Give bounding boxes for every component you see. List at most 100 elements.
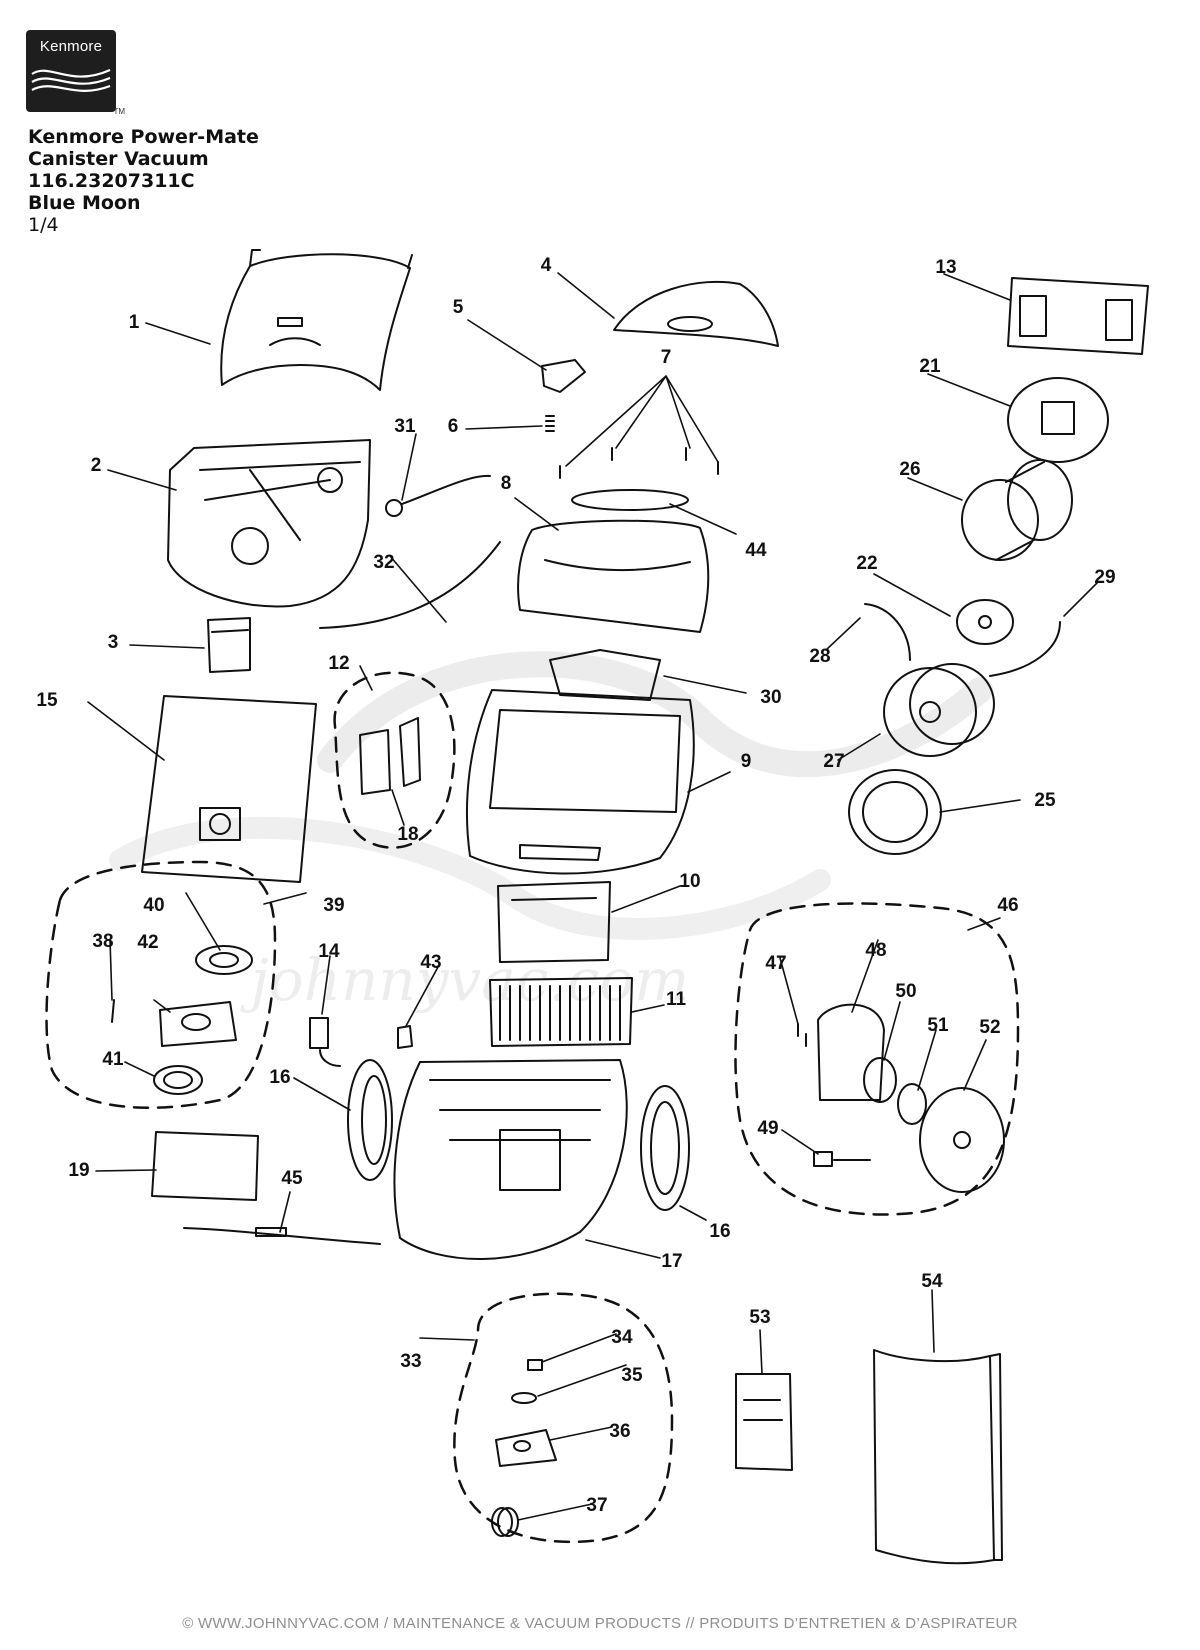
logo-swoosh-icon [31,68,111,92]
part-40-collar [195,945,253,975]
part-42-bag-holder [159,1001,237,1047]
part-9-lid [466,689,695,875]
callout-33: 33 [400,1351,422,1372]
callout-8: 8 [500,473,512,494]
watermark-text: johnnyvac.com [240,946,689,1014]
part-22-motor-cap [956,599,1014,645]
part-48-reel-frame [817,1003,885,1101]
callout-32: 32 [373,552,395,573]
part-19-pad [151,1131,259,1201]
part-21-motor-housing [1007,377,1109,463]
callout-43: 43 [420,952,442,973]
callout-35: 35 [621,1365,643,1386]
part-8-handle-base [517,519,710,633]
callout-17: 17 [661,1251,683,1272]
callout-1: 1 [128,312,140,333]
callout-3: 3 [107,632,119,653]
copyright-footer: © WWW.JOHNNYVAC.COM / MAINTENANCE & VACU… [182,1615,1018,1632]
callout-40: 40 [143,895,165,916]
callout-52: 52 [979,1017,1001,1038]
callout-16-left: 16 [269,1067,291,1088]
part-54-manual [873,1349,1003,1565]
title-line-2: Canister Vacuum [28,148,209,170]
part-1-top-cover [220,249,413,391]
callout-44: 44 [745,540,767,561]
callout-42: 42 [137,932,159,953]
part-43-nut [397,1025,413,1049]
callout-30: 30 [760,687,782,708]
title-block: Kenmore Power-Mate Canister Vacuum 116.2… [28,126,259,236]
callout-46: 46 [997,895,1019,916]
part-17-base [393,1059,628,1260]
callout-15: 15 [36,690,58,711]
part-28-wire [864,603,911,661]
part-3-clip [207,617,251,673]
title-line-1: Kenmore Power-Mate [28,126,259,148]
page-number: 1/4 [28,214,59,236]
group-outlines [45,671,1020,1544]
part-35-washer [511,1392,537,1404]
group-39-outline [45,860,277,1109]
part-31-32-cord [319,474,501,629]
callout-29: 29 [1094,567,1116,588]
group-12-outline [333,671,456,849]
part-25-ring [848,769,942,855]
callout-28: 28 [809,646,831,667]
callout-14: 14 [318,941,340,962]
leader-lines [87,272,1099,1521]
title-line-4: Blue Moon [28,192,141,214]
callout-5: 5 [452,297,464,318]
callout-49: 49 [757,1118,779,1139]
callout-31: 31 [394,416,416,437]
kenmore-logo: Kenmore TM [26,30,125,116]
part-15-dust-bag [141,695,317,883]
part-36-swivel [495,1429,557,1467]
part-49-plug [813,1151,871,1167]
callout-26: 26 [899,459,921,480]
callout-41: 41 [102,1049,124,1070]
callout-12: 12 [328,653,350,674]
callout-36: 36 [609,1421,631,1442]
part-30-valve [549,649,661,701]
part-34-block [527,1359,543,1371]
callout-7: 7 [660,347,672,368]
callout-9: 9 [740,751,752,772]
part-37-roller [491,1507,519,1537]
callout-34: 34 [611,1327,633,1348]
part-10-filter-frame [497,881,611,963]
part-16-wheel-left [347,1059,393,1181]
part-14-connector [309,1017,341,1067]
callout-22: 22 [856,553,878,574]
logo-brand: Kenmore [39,38,103,55]
callout-45: 45 [281,1168,303,1189]
part-13-exhaust-filter [1007,277,1149,355]
callout-25: 25 [1034,790,1056,811]
part-38-pin [111,999,115,1023]
callout-38: 38 [92,931,114,952]
part-5-latch [541,359,586,393]
callout-6: 6 [447,416,459,437]
part-50-hub [863,1057,897,1103]
group-33-outline [453,1292,674,1544]
callout-19: 19 [68,1160,90,1181]
callout-16-right: 16 [709,1221,731,1242]
part-47-screws [797,1023,807,1047]
part-53-card [735,1373,793,1471]
callout-50: 50 [895,981,917,1002]
group-46-outline [734,902,1020,1216]
callout-51: 51 [927,1015,949,1036]
part-41-seal [153,1065,203,1095]
callout-21: 21 [919,356,941,377]
callout-39: 39 [323,895,345,916]
part-44-gasket [571,489,689,511]
part-29-wire [989,621,1061,677]
part-6-spring [545,415,555,432]
part-12-18-plates [359,717,421,795]
part-27-motor [883,663,995,757]
part-16-wheel-right [640,1085,690,1211]
callout-54: 54 [921,1271,943,1292]
part-2-bag-housing [167,439,371,608]
part-11-filter [489,977,633,1047]
part-26-cylinder [961,459,1073,561]
